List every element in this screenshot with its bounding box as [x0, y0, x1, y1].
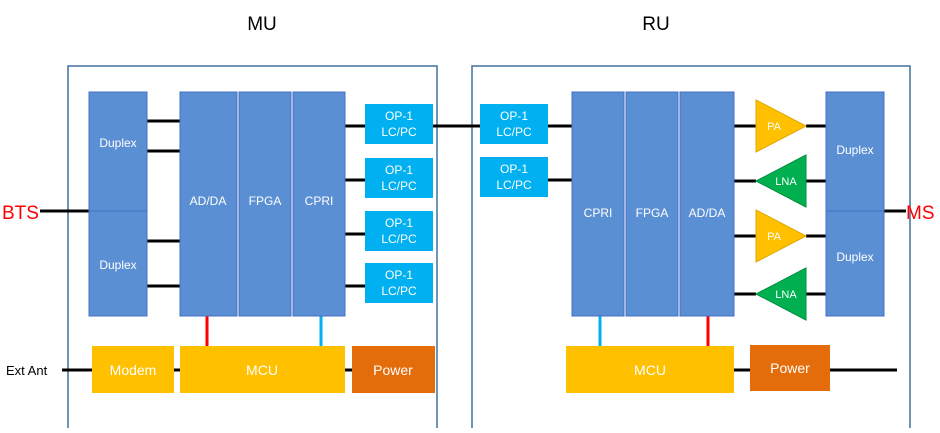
mu-adda-block: AD/DA — [179, 91, 238, 317]
mu-mcu-block: MCU — [180, 346, 345, 393]
op-module-line1: OP-1 — [385, 109, 413, 123]
mu-cpri-label: CPRI — [305, 194, 334, 208]
pa-amplifier: PA — [755, 209, 808, 263]
ru-adda-label: AD/DA — [689, 206, 726, 220]
op-module-line2: LC/PC — [381, 284, 417, 298]
ru-op-module: OP-1 LC/PC — [480, 157, 548, 197]
op-module-line2: LC/PC — [381, 232, 417, 246]
mu-power-label: Power — [373, 362, 413, 378]
ru-frame — [471, 65, 911, 428]
mu-op-module: OP-1 LC/PC — [365, 211, 433, 251]
lna-amplifier: LNA — [754, 154, 807, 208]
ru-duplex-bottom-label: Duplex — [836, 250, 873, 264]
ru-duplex-top-label: Duplex — [836, 143, 873, 157]
pa-amplifier: PA — [755, 99, 808, 153]
ru-power-block: Power — [750, 345, 830, 391]
pa-label: PA — [767, 231, 782, 243]
ru-fpga-block: FPGA — [625, 91, 679, 317]
bts-label: BTS — [2, 203, 39, 224]
mu-fpga-block: FPGA — [238, 91, 292, 317]
mu-duplex-top: Duplex — [88, 91, 148, 212]
mu-duplex-bottom: Duplex — [88, 210, 148, 317]
mu-adda-label: AD/DA — [190, 194, 227, 208]
mu-power-block: Power — [352, 346, 435, 393]
ru-adda-block: AD/DA — [679, 91, 735, 317]
ru-title: RU — [642, 14, 669, 35]
ext-ant-label: Ext Ant — [6, 363, 48, 378]
op-module-line1: OP-1 — [385, 268, 413, 282]
mu-modem-block: Modem — [92, 346, 174, 393]
pa-label: PA — [767, 121, 782, 133]
mu-duplex-bottom-label: Duplex — [99, 258, 136, 272]
op-module-line2: LC/PC — [496, 125, 532, 139]
ru-mcu-block: MCU — [566, 346, 734, 393]
mu-frame — [67, 65, 438, 428]
op-module-line1: OP-1 — [385, 163, 413, 177]
ru-fpga-label: FPGA — [636, 206, 669, 220]
mu-op-module: OP-1 LC/PC — [365, 263, 433, 303]
op-module-line1: OP-1 — [500, 162, 528, 176]
ru-cpri-label: CPRI — [584, 206, 613, 220]
mu-cpri-block: CPRI — [292, 91, 346, 317]
ru-duplex-bottom: Duplex — [825, 210, 885, 317]
op-module-line2: LC/PC — [496, 178, 532, 192]
mu-modem-label: Modem — [110, 362, 157, 378]
op-module-line2: LC/PC — [381, 125, 417, 139]
mu-op-module: OP-1 LC/PC — [365, 104, 433, 144]
op-module-line2: LC/PC — [381, 179, 417, 193]
lna-label: LNA — [775, 176, 797, 188]
mu-duplex-top-label: Duplex — [99, 136, 136, 150]
ru-mcu-label: MCU — [634, 362, 666, 378]
lna-label: LNA — [775, 289, 797, 301]
mu-op-module: OP-1 LC/PC — [365, 158, 433, 198]
mu-mcu-label: MCU — [246, 362, 278, 378]
mu-fpga-label: FPGA — [249, 194, 282, 208]
ru-cpri-block: CPRI — [571, 91, 625, 317]
ms-label: MS — [906, 203, 935, 224]
ru-power-label: Power — [770, 360, 810, 376]
mu-title: MU — [247, 14, 277, 35]
lna-amplifier: LNA — [754, 267, 807, 321]
op-module-line1: OP-1 — [385, 216, 413, 230]
ru-op-module: OP-1 LC/PC — [480, 104, 548, 144]
op-module-line1: OP-1 — [500, 109, 528, 123]
ru-duplex-top: Duplex — [825, 91, 885, 212]
connection-lines — [40, 119, 906, 372]
